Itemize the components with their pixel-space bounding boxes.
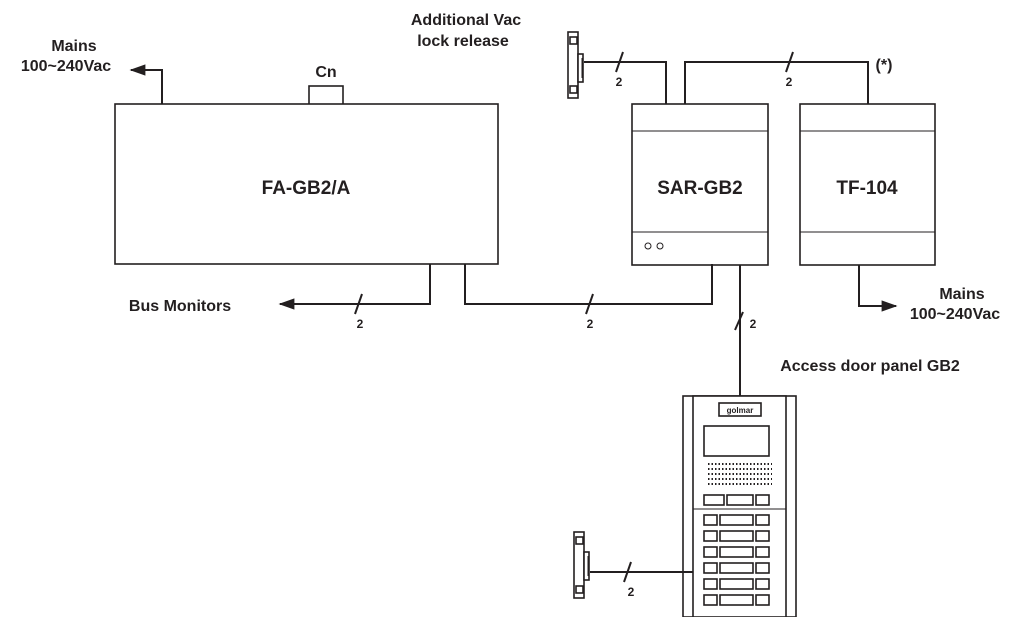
mains-right-label-line2: 100~240Vac <box>910 306 1000 323</box>
panel-brand-text: golmar <box>727 406 754 415</box>
fa-gb2-label: FA-GB2/A <box>262 178 351 199</box>
asterisk-label: (*) <box>876 57 893 74</box>
mains-left-label-line2: 100~240Vac <box>21 58 111 75</box>
sar-to-tf-count: 2 <box>786 75 793 89</box>
lock-to-sar-count: 2 <box>616 75 623 89</box>
sar-to-panel-slash <box>734 311 744 331</box>
panel-call-buttons <box>703 514 770 606</box>
sar-gb2-label: SAR-GB2 <box>657 178 743 199</box>
additional-lock-label-line1: Additional Vac <box>411 12 521 29</box>
lock-to-panel-slash <box>623 561 632 583</box>
fa-gb2-box <box>114 103 499 265</box>
mains-left-label-line1: Mains <box>51 38 96 55</box>
lock-release-icon <box>567 31 584 99</box>
mains-right-label-line1: Mains <box>939 286 984 303</box>
sar-gb2-box <box>631 103 769 266</box>
lock-release-bottom-icon <box>573 531 590 599</box>
mains-left-wire <box>129 64 163 104</box>
fa-to-sar-wire <box>464 264 713 305</box>
sar-to-tf-slash <box>785 51 794 73</box>
mains-right-wire <box>858 265 898 312</box>
additional-lock-label-line2: lock release <box>417 33 509 50</box>
tf104-box <box>799 103 936 266</box>
bus-monitors-wire <box>278 264 431 310</box>
cn-label: Cn <box>315 64 336 81</box>
golmar-logo <box>718 402 762 417</box>
sar-to-panel-count: 2 <box>750 317 757 331</box>
access-door-panel: golmar <box>682 395 797 617</box>
lock-to-sar-slash <box>615 51 624 73</box>
bus-monitors-slash <box>354 293 363 315</box>
speaker-grille <box>708 463 772 485</box>
tf104-label: TF-104 <box>836 178 898 199</box>
fa-to-sar-slash <box>585 293 594 315</box>
panel-display <box>703 425 770 457</box>
sar-to-tf-wire <box>684 61 869 104</box>
lock-to-sar-wire <box>584 61 667 104</box>
bus-monitors-count: 2 <box>357 317 364 331</box>
access-panel-label: Access door panel GB2 <box>780 358 960 375</box>
bus-monitors-label: Bus Monitors <box>129 298 231 315</box>
fa-to-sar-count: 2 <box>587 317 594 331</box>
cn-connector <box>308 85 344 107</box>
panel-key-row <box>703 494 770 506</box>
lock-to-panel-count: 2 <box>628 585 635 599</box>
